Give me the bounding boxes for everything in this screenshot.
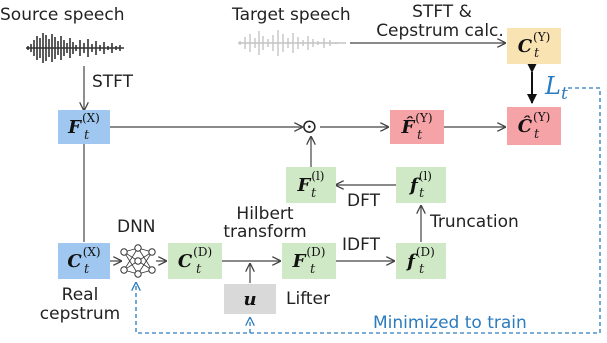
stft-label: STFT [92,72,134,92]
fl-small-var: f [410,174,418,196]
cd-sub: t [196,262,202,277]
fx-sub: t [84,128,90,143]
fl-small-sub: t [419,186,425,201]
loss-sub: t [560,84,568,104]
source-speech-label: Source speech [0,5,125,25]
fl-sup: (l) [311,169,325,183]
cd-var: C [177,250,193,272]
cy-hat-sub: t [534,127,540,142]
fy-hat-sup: (Y) [415,111,433,125]
lifter-node: u [224,284,276,314]
dnn-cepstrum-node: C(D) [168,243,222,279]
hilbert-label-line1: Hilbert [236,204,294,224]
lifter-spectrum-node: F(l) [286,167,336,203]
cx-sub: t [84,262,90,277]
dnn-spectrum-node: F(D) [282,243,336,279]
loss-var: L [545,72,561,100]
source-spectrum-node: F(X) [58,110,110,144]
dnn-signal-node: f(D) [396,243,446,279]
fx-sup: (X) [81,111,100,125]
cx-sup: (X) [82,245,101,259]
hilbert-label-line2: transform [223,222,307,242]
lifter-label: Lifter [286,289,330,309]
idft-label: IDFT [342,235,380,255]
dnn-label: DNN [117,217,156,237]
fy-hat-var: F̂ [401,116,415,138]
cy-sup: (Y) [533,30,551,44]
fd-var: F [292,250,306,272]
cy-sub: t [534,46,540,61]
fl-sub: t [311,186,317,201]
fd-sub: t [310,262,316,277]
hadamard-product-icon: ⊙ [301,114,318,138]
estimated-spectrum-node: F̂(Y) [390,110,444,144]
fd-small-var: f [407,250,415,272]
real-cepstrum-node: C(X) [58,243,110,279]
estimated-cepstrum-node: Ĉ(Y) [507,107,561,145]
cy-hat-var: Ĉ [517,115,533,137]
fd-sup: (D) [306,245,326,259]
cy-hat-sup: (Y) [533,110,551,124]
truncated-signal-node: f(l) [396,167,446,203]
fl-var: F [297,174,311,196]
cx-var: C [67,250,82,272]
stft-cepstrum-label-line1: STFT & [412,2,472,22]
fd-small-sub: t [419,262,425,277]
minimized-to-train-label: Minimized to train [373,313,527,333]
stft-cepstrum-label-line2: Cepstrum calc. [376,21,504,41]
real-cepstrum-label-line2: cepstrum [39,304,121,324]
fy-hat-sub: t [417,128,423,143]
fd-small-sup: (D) [415,245,435,259]
loss-label: Lt [545,72,568,104]
real-cepstrum-label-line1: Real [61,285,99,305]
cd-sup: (D) [193,245,213,259]
fl-small-sup: (l) [418,169,432,183]
u-var: u [243,288,257,310]
cy-var: C [517,35,533,57]
target-speech-label: Target speech [232,5,351,25]
truncation-label: Truncation [430,212,519,232]
dft-label: DFT [347,191,380,211]
fx-var: F [68,116,81,138]
target-cepstrum-node: C(Y) [507,28,561,64]
